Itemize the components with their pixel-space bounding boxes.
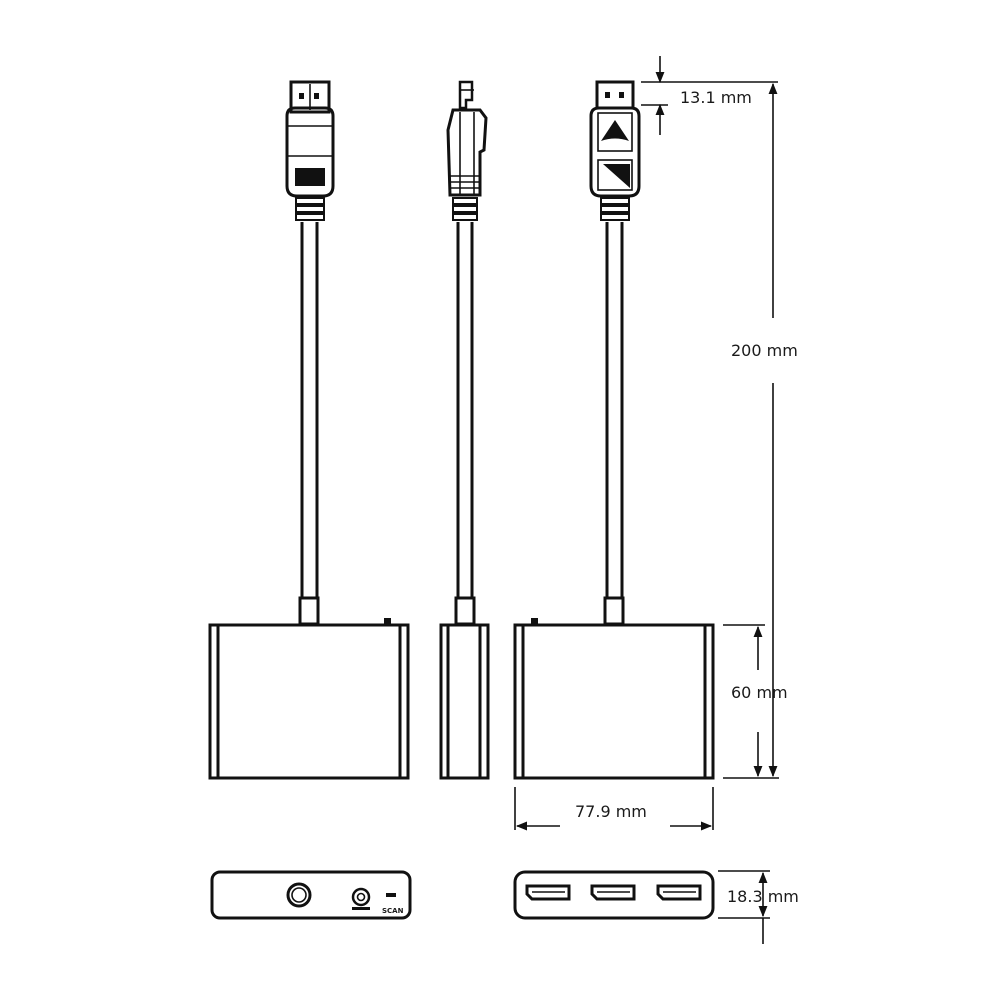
displayport-output-1-icon	[525, 884, 571, 901]
displayport-output-3-icon	[656, 884, 702, 901]
hub-body-side	[439, 623, 490, 780]
hub-body-back	[513, 618, 715, 780]
end-view-input: SCAN	[210, 870, 412, 920]
dp-connector-side	[446, 80, 488, 221]
body-width-label: 77.9 mm	[575, 802, 647, 821]
end-view-output: 18.3 mm	[513, 870, 799, 944]
hub-body-front	[208, 618, 410, 780]
dimension-connector-length: 13.1 mm	[641, 56, 778, 135]
cable-length-label: 200 mm	[731, 341, 798, 360]
displayport-output-2-icon	[590, 884, 636, 901]
power-jack-icon	[286, 882, 312, 908]
scan-label: SCAN	[382, 907, 404, 915]
dimension-body-thickness: 18.3 mm	[718, 870, 799, 944]
front-view	[208, 80, 410, 780]
connector-length-label: 13.1 mm	[680, 88, 752, 107]
body-thickness-label: 18.3 mm	[727, 887, 799, 906]
dp-connector-front	[285, 80, 335, 221]
scan-button-nub	[384, 618, 391, 624]
dimension-cable-length: 200 mm	[731, 82, 798, 778]
side-view	[439, 80, 490, 780]
dimension-body-width: 77.9 mm	[514, 787, 714, 831]
back-view	[513, 80, 715, 780]
body-height-label: 60 mm	[731, 683, 788, 702]
scan-button	[386, 893, 396, 897]
audio-jack-icon	[351, 887, 371, 910]
dimension-body-height: 60 mm	[723, 624, 788, 779]
dp-connector-back	[589, 80, 641, 221]
